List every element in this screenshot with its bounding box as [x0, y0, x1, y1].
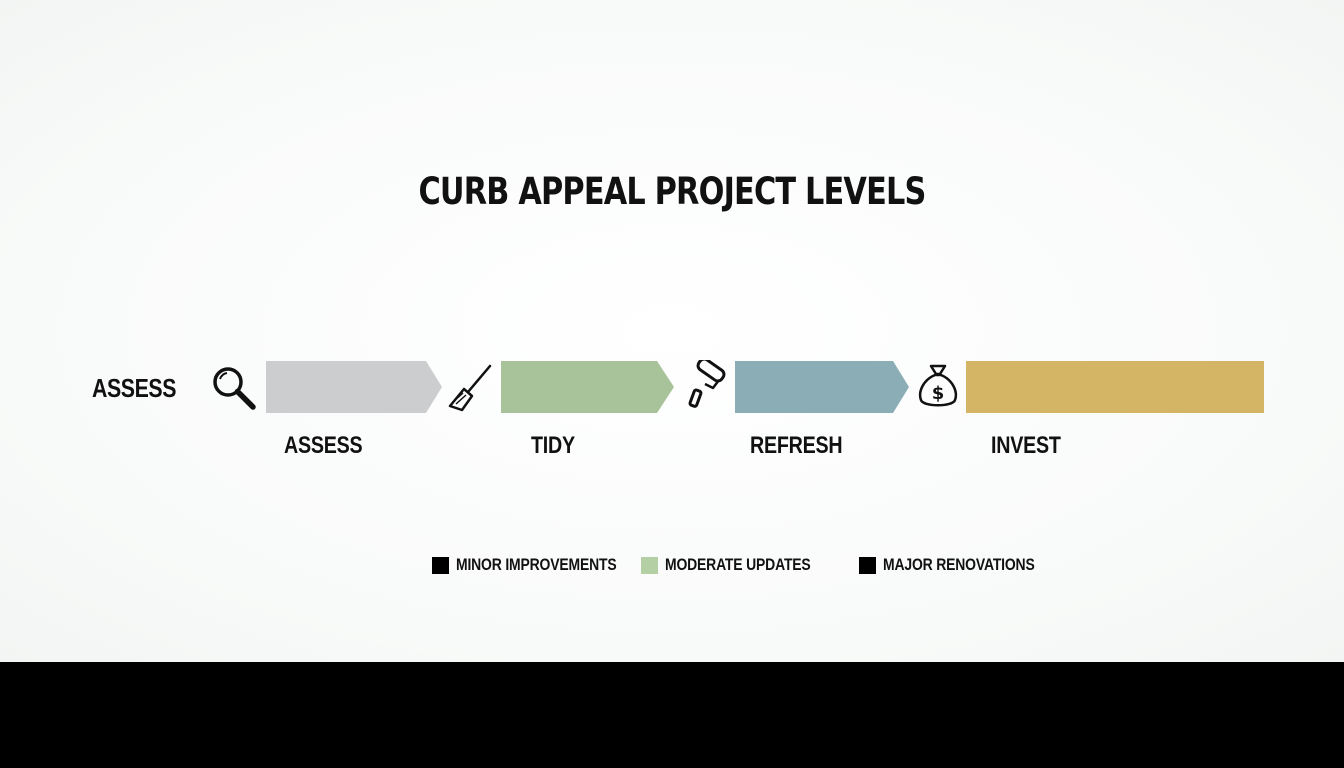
legend-item-moderate: MODERATE UPDATES: [641, 555, 843, 575]
legend-swatch: [641, 556, 658, 574]
diagram-canvas: CURB APPEAL PROJECT LEVELS ASSESS ASSESS…: [0, 0, 1344, 662]
legend-label: MODERATE UPDATES: [665, 555, 811, 574]
stage-label-assess: ASSESS: [284, 432, 363, 459]
paint-roller-icon: [683, 360, 733, 410]
bottom-black-bar: [0, 662, 1344, 768]
legend-label: MAJOR RENOVATIONS: [883, 555, 1035, 574]
legend-swatch: [432, 556, 449, 574]
magnifier-icon: [208, 362, 258, 412]
legend-item-minor: MINOR IMPROVEMENTS: [432, 555, 652, 575]
stage-label-invest: INVEST: [991, 432, 1061, 459]
svg-text:$: $: [932, 383, 945, 404]
legend-swatch: [859, 556, 876, 574]
page-title: CURB APPEAL PROJECT LEVELS: [418, 170, 926, 213]
stage-bar-invest: [966, 361, 1264, 413]
stage-label-refresh: REFRESH: [750, 432, 843, 459]
legend-label: MINOR IMPROVEMENTS: [456, 555, 617, 574]
money-bag-icon: $: [913, 360, 963, 410]
broom-icon: [444, 362, 494, 412]
stage-label-tidy: TIDY: [531, 432, 575, 459]
row-label: ASSESS: [92, 373, 177, 403]
legend-item-major: MAJOR RENOVATIONS: [859, 555, 1068, 575]
stage-bar-assess: [266, 361, 442, 413]
stage-bar-refresh: [735, 361, 909, 413]
stage-bar-tidy: [501, 361, 674, 413]
